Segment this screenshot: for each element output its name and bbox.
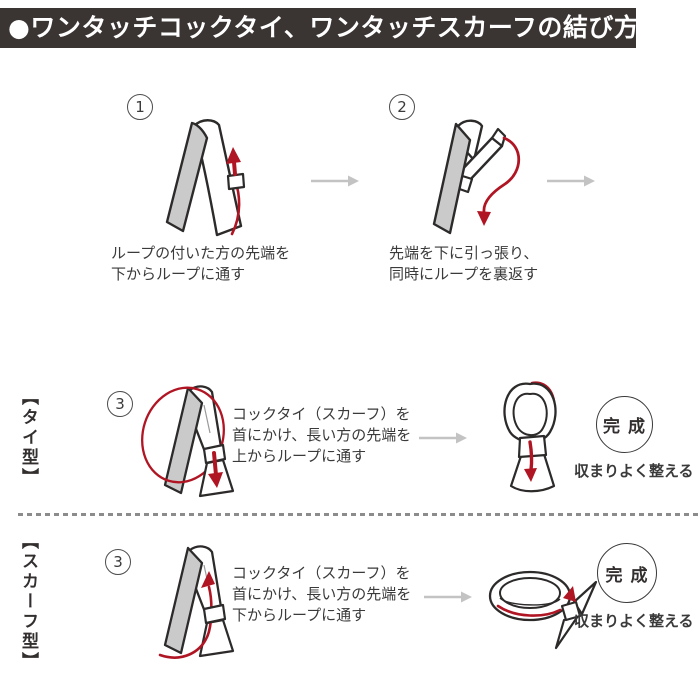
step-2-caption-line1: 先端を下に引っ張り、 [389, 244, 539, 262]
scarf-type-label: 【スカーフ型】 [18, 532, 38, 672]
step-1-number: 1 [135, 98, 145, 116]
scarf-step-3-number: 3 [113, 553, 123, 571]
scarf-step3-caption-line3: 下からループに通す [232, 606, 367, 624]
tie-step-3-number: 3 [115, 395, 125, 413]
tie-step3-caption-line3: 上からループに通す [232, 447, 367, 465]
tie-step3-caption-line2: 首にかけ、長い方の先端を [232, 426, 412, 444]
tie-step1-illustration [165, 119, 246, 237]
step-1-badge: 1 [127, 94, 153, 120]
tie-complete-note: 収まりよく整える [574, 462, 694, 480]
tie-type-label: 【タイ型】 [18, 388, 38, 488]
tie-complete-label: 完 成 [603, 417, 646, 437]
tie-step2-illustration [432, 119, 520, 235]
arrow-right-icon [311, 175, 359, 187]
step-2-badge: 2 [389, 94, 415, 120]
scarf-complete-badge: 完 成 [597, 543, 657, 603]
page-title: ●ワンタッチコックタイ、ワンタッチスカーフの結び方 [8, 13, 640, 42]
scarf-step3-caption-line1: コックタイ（スカーフ）を [232, 564, 411, 582]
scarf-result-illustration [488, 570, 598, 650]
step-2-number: 2 [397, 98, 407, 116]
scarf-step3-caption: コックタイ（スカーフ）を 首にかけ、長い方の先端を 下からループに通す [232, 563, 411, 626]
step-1-caption: ループの付いた方の先端を 下からループに通す [111, 243, 290, 285]
page-title-bar: ●ワンタッチコックタイ、ワンタッチスカーフの結び方 [0, 8, 640, 48]
arrow-right-icon [424, 591, 472, 603]
step-1-caption-line1: ループの付いた方の先端を [111, 244, 291, 262]
tie-step3-illustration [141, 385, 235, 498]
step-2-caption: 先端を下に引っ張り、 同時にループを裏返す [389, 243, 538, 285]
step-1-caption-line2: 下からループに通す [111, 265, 246, 283]
tie-complete-badge: 完 成 [596, 396, 653, 453]
dashed-divider [18, 513, 700, 516]
arrow-right-icon [419, 432, 467, 444]
tie-step3-caption: コックタイ（スカーフ）を 首にかけ、長い方の先端を 上からループに通す [232, 404, 411, 467]
scarf-complete-label: 完 成 [605, 565, 649, 586]
arrow-right-icon [547, 175, 595, 187]
scarf-step3-illustration [158, 545, 235, 659]
tie-step3-caption-line1: コックタイ（スカーフ）を [232, 405, 411, 423]
tie-step-3-badge: 3 [107, 391, 133, 417]
scarf-step-3-badge: 3 [105, 549, 131, 575]
scarf-complete-note: 収まりよく整える [574, 612, 694, 630]
scarf-step3-caption-line2: 首にかけ、長い方の先端を [232, 585, 412, 603]
tie-result-illustration [503, 381, 557, 493]
step-2-caption-line2: 同時にループを裏返す [389, 265, 539, 283]
